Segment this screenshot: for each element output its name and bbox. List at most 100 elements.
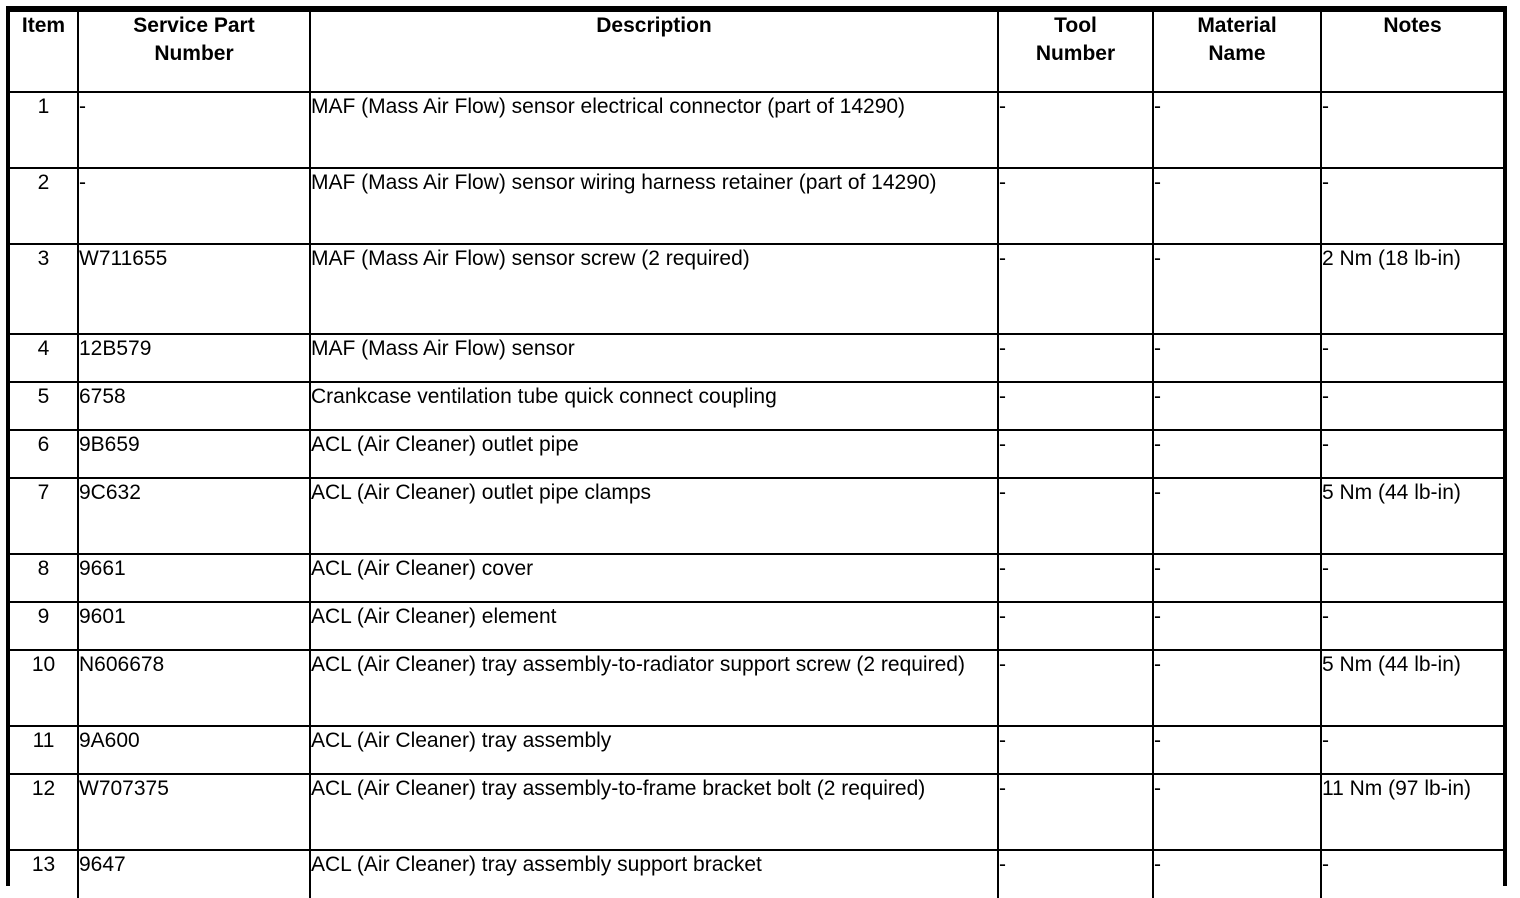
- cell-service-part-number: W711655: [77, 243, 311, 335]
- cell-notes: 5 Nm (44 lb-in): [1320, 649, 1503, 727]
- cell-notes: -: [1320, 381, 1503, 431]
- column-header-notes: Notes: [1320, 10, 1503, 93]
- cell-item: 9: [10, 601, 79, 651]
- cell-tool-number: -: [997, 429, 1154, 479]
- cell-material-name: -: [1152, 333, 1322, 383]
- cell-item: 12: [10, 773, 79, 851]
- column-header-description: Description: [309, 10, 999, 93]
- cell-item: 3: [10, 243, 79, 335]
- cell-item: 10: [10, 649, 79, 727]
- cell-description: MAF (Mass Air Flow) sensor wiring harnes…: [309, 167, 999, 245]
- cell-item: 5: [10, 381, 79, 431]
- cell-tool-number: -: [997, 649, 1154, 727]
- cell-material-name: -: [1152, 477, 1322, 555]
- cell-service-part-number: -: [77, 91, 311, 169]
- cell-service-part-number: W707375: [77, 773, 311, 851]
- column-header-service-part-number: Service Part Number: [77, 10, 311, 93]
- cell-material-name: -: [1152, 243, 1322, 335]
- service-parts-table: Item Service Part Number Description Too…: [10, 10, 1503, 898]
- cell-material-name: -: [1152, 553, 1322, 603]
- cell-tool-number: -: [997, 725, 1154, 775]
- cell-tool-number: -: [997, 601, 1154, 651]
- table-header: Item Service Part Number Description Too…: [10, 10, 1503, 93]
- cell-description: ACL (Air Cleaner) element: [309, 601, 999, 651]
- cell-service-part-number: 9661: [77, 553, 311, 603]
- cell-service-part-number: N606678: [77, 649, 311, 727]
- cell-item: 2: [10, 167, 79, 245]
- cell-tool-number: -: [997, 243, 1154, 335]
- cell-service-part-number: -: [77, 167, 311, 245]
- column-header-tool-number: Tool Number: [997, 10, 1154, 93]
- cell-tool-number: -: [997, 91, 1154, 169]
- cell-material-name: -: [1152, 91, 1322, 169]
- column-header-tool-number-line2: Number: [1035, 41, 1116, 65]
- cell-service-part-number: 9B659: [77, 429, 311, 479]
- cell-notes: -: [1320, 91, 1503, 169]
- cell-description: ACL (Air Cleaner) outlet pipe: [309, 429, 999, 479]
- cell-description: MAF (Mass Air Flow) sensor electrical co…: [309, 91, 999, 169]
- cell-description: ACL (Air Cleaner) cover: [309, 553, 999, 603]
- cell-description: ACL (Air Cleaner) tray assembly support …: [309, 849, 999, 898]
- cell-notes: -: [1320, 725, 1503, 775]
- column-header-item: Item: [10, 10, 79, 93]
- column-header-service-part-number-line2: Number: [154, 41, 234, 65]
- cell-item: 6: [10, 429, 79, 479]
- cell-service-part-number: 6758: [77, 381, 311, 431]
- cell-service-part-number: 9C632: [77, 477, 311, 555]
- header-row: Item Service Part Number Description Too…: [10, 10, 1503, 93]
- cell-material-name: -: [1152, 601, 1322, 651]
- cell-material-name: -: [1152, 649, 1322, 727]
- cell-description: ACL (Air Cleaner) tray assembly-to-radia…: [309, 649, 999, 727]
- cell-notes: -: [1320, 333, 1503, 383]
- column-header-tool-number-line1: Tool: [1054, 14, 1097, 37]
- cell-tool-number: -: [997, 477, 1154, 555]
- cell-tool-number: -: [997, 553, 1154, 603]
- cell-item: 1: [10, 91, 79, 169]
- cell-notes: 11 Nm (97 lb-in): [1320, 773, 1503, 851]
- column-header-material-name-line2: Name: [1208, 41, 1266, 65]
- cell-notes: -: [1320, 167, 1503, 245]
- cell-service-part-number: 9601: [77, 601, 311, 651]
- cell-description: ACL (Air Cleaner) outlet pipe clamps: [309, 477, 999, 555]
- cell-description: MAF (Mass Air Flow) sensor screw (2 requ…: [309, 243, 999, 335]
- column-header-service-part-number-line1: Service Part: [133, 14, 255, 37]
- cell-item: 13: [10, 849, 79, 898]
- cell-item: 7: [10, 477, 79, 555]
- cell-material-name: -: [1152, 725, 1322, 775]
- cell-description: ACL (Air Cleaner) tray assembly-to-frame…: [309, 773, 999, 851]
- cell-service-part-number: 12B579: [77, 333, 311, 383]
- cell-description: ACL (Air Cleaner) tray assembly: [309, 725, 999, 775]
- cell-tool-number: -: [997, 773, 1154, 851]
- cell-tool-number: -: [997, 333, 1154, 383]
- cell-material-name: -: [1152, 773, 1322, 851]
- column-header-material-name: Material Name: [1152, 10, 1322, 93]
- table-row: 1-MAF (Mass Air Flow) sensor electrical …: [10, 91, 1503, 169]
- column-header-material-name-line1: Material: [1197, 14, 1277, 37]
- cell-service-part-number: 9A600: [77, 725, 311, 775]
- cell-service-part-number: 9647: [77, 849, 311, 898]
- cell-notes: -: [1320, 429, 1503, 479]
- cell-notes: 2 Nm (18 lb-in): [1320, 243, 1503, 335]
- cell-material-name: -: [1152, 849, 1322, 898]
- service-parts-table-container: Item Service Part Number Description Too…: [6, 6, 1507, 898]
- cell-notes: -: [1320, 601, 1503, 651]
- cell-notes: -: [1320, 553, 1503, 603]
- cell-tool-number: -: [997, 167, 1154, 245]
- cell-material-name: -: [1152, 381, 1322, 431]
- cell-description: MAF (Mass Air Flow) sensor: [309, 333, 999, 383]
- cell-tool-number: -: [997, 381, 1154, 431]
- cell-item: 8: [10, 553, 79, 603]
- cell-item: 4: [10, 333, 79, 383]
- cell-tool-number: -: [997, 849, 1154, 898]
- cell-notes: 5 Nm (44 lb-in): [1320, 477, 1503, 555]
